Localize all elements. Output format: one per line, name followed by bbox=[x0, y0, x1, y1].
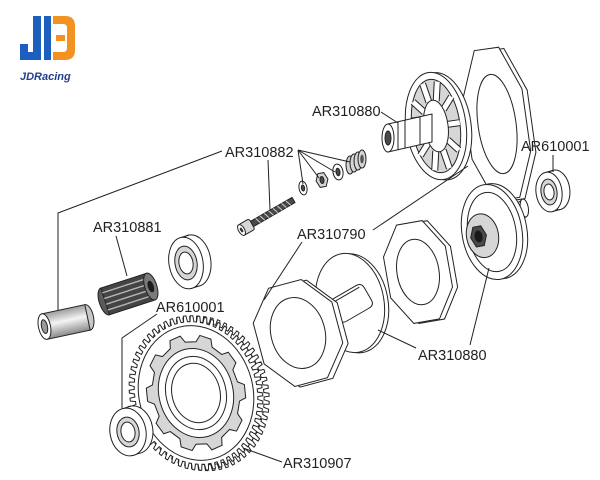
leader-spline-shaft bbox=[115, 235, 128, 277]
slipper-spring bbox=[345, 149, 367, 175]
logo-d-tongue bbox=[56, 35, 65, 41]
logo-d-bar bbox=[44, 16, 51, 60]
bearing-bottom-inner bbox=[120, 421, 136, 443]
washer-small-hole bbox=[300, 184, 306, 192]
logo-d-arc bbox=[53, 16, 75, 60]
callout-slipper-hub-top: AR310880 bbox=[312, 104, 381, 120]
spline-shaft-bore bbox=[147, 280, 155, 293]
bearing-right bbox=[535, 169, 571, 213]
friction-pad-bottom bbox=[252, 279, 349, 388]
drive-sleeve bbox=[37, 304, 95, 340]
friction-pad-bottom-hole bbox=[269, 297, 327, 369]
screw-threads bbox=[255, 200, 291, 223]
callout-slipper-pad: AR310790 bbox=[297, 227, 366, 243]
callout-slipper-hub-bottom: AR310880 bbox=[418, 348, 487, 364]
leader-drive-sleeve bbox=[57, 150, 223, 310]
leader-screw-spring-set bbox=[267, 149, 351, 211]
friction-pad-middle bbox=[382, 220, 459, 325]
drive-sleeve-bore bbox=[40, 319, 49, 334]
hub-top-tube bbox=[381, 113, 433, 153]
spur-gear-bore-ring bbox=[164, 355, 228, 431]
callout-bearing-left: AR610001 bbox=[156, 300, 225, 316]
bearing-right-inner bbox=[543, 183, 555, 201]
jd-logo-icon bbox=[20, 16, 75, 60]
bearing-left-inner bbox=[178, 251, 194, 275]
screw-hex-socket bbox=[239, 227, 244, 233]
hub-top-tube-bore bbox=[384, 130, 392, 146]
friction-pad-top-hole bbox=[476, 73, 518, 175]
screw-shank bbox=[248, 196, 296, 228]
leader-hub-bottom bbox=[377, 267, 490, 349]
leader-slipper-pads bbox=[263, 165, 469, 301]
friction-pad-middle-hole bbox=[396, 238, 440, 306]
leader-hub-top bbox=[380, 111, 399, 124]
leader-bearing-left bbox=[121, 313, 158, 409]
logo-j-shape bbox=[20, 16, 41, 60]
callout-screw-spring-set: AR310882 bbox=[225, 145, 294, 161]
callout-spur-gear: AR310907 bbox=[283, 456, 352, 472]
spur-gear-bore bbox=[171, 362, 221, 424]
leader-lines bbox=[57, 111, 554, 463]
spline-shaft-ridges bbox=[102, 277, 154, 311]
washer-spring-seat bbox=[332, 163, 344, 181]
bearing-left bbox=[168, 234, 212, 290]
slipper-plate-slot-edge bbox=[332, 286, 360, 304]
slipper-hub-bottom bbox=[460, 183, 530, 281]
callout-bearing-right: AR610001 bbox=[521, 139, 590, 155]
hub-top-tube-notch bbox=[397, 116, 421, 150]
lock-nut bbox=[315, 172, 329, 188]
leader-spur-gear bbox=[242, 447, 283, 463]
washer-small bbox=[298, 180, 308, 196]
logo-brand-text: JDRacing bbox=[20, 71, 71, 83]
hub-bottom-nut-hole bbox=[474, 230, 483, 243]
spring-bore bbox=[360, 154, 364, 164]
jdracing-logo: JDRacing bbox=[20, 16, 75, 83]
screw bbox=[237, 196, 296, 236]
slipper-hub-top bbox=[381, 71, 473, 181]
bearing-bottom-left bbox=[109, 405, 154, 457]
part-callouts: AR310880 AR310882 AR610001 AR310881 AR31… bbox=[93, 104, 590, 472]
callout-spline-shaft: AR310881 bbox=[93, 220, 162, 236]
spline-shaft bbox=[97, 272, 159, 316]
lock-nut-hole bbox=[319, 176, 325, 184]
spur-gear bbox=[128, 315, 270, 472]
washer-seat-hole bbox=[335, 167, 341, 177]
